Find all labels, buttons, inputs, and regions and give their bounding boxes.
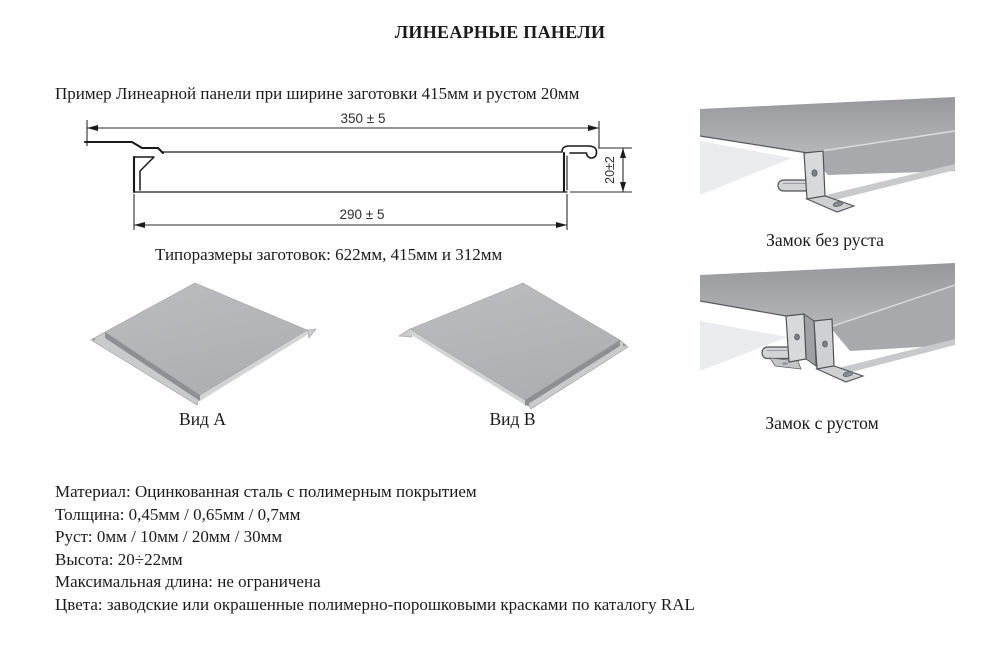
panel-view-b-image (398, 282, 629, 410)
lock-bottom-flange (815, 365, 865, 383)
flange-hole (622, 343, 626, 347)
dim-bottom-label: 290 ± 5 (340, 207, 385, 222)
arrowhead-right-icon (556, 222, 567, 228)
page-title: ЛИНЕАРНЫЕ ПАНЕЛИ (394, 22, 606, 42)
arrowhead-left-icon (134, 222, 145, 228)
flange-corner-tip (306, 328, 317, 339)
panel-top-face (104, 282, 308, 396)
panel-profile-drawing: 350 ± 5 290 ± 5 (83, 111, 632, 230)
panel-top-sheet (700, 263, 955, 327)
oval-slot-hole (832, 201, 844, 207)
blank-sizes-note: Типоразмеры заготовок: 622мм, 415мм и 31… (155, 245, 503, 264)
panel-side-light (200, 330, 307, 401)
lock-bottom-flange (805, 195, 856, 213)
spec-max-length: Максимальная длина: не ограничена (55, 572, 321, 592)
view-a-label: Вид A (179, 409, 226, 429)
background-shadow (700, 321, 788, 371)
sheet-highlight-line (829, 284, 955, 328)
dimension-bottom-290 (133, 194, 568, 230)
lock-with-rust-label: Замок с рустом (765, 413, 879, 433)
spec-material: Материал: Оцинкованная сталь с полимерны… (55, 482, 477, 501)
specifications-block: Материал: Оцинкованная сталь с полимерны… (55, 481, 695, 617)
oval-slot-hole (842, 371, 854, 377)
dim-height-label: 20±2 (603, 156, 617, 184)
flange-hole (526, 403, 530, 407)
panel-view-a-image (90, 282, 317, 406)
flange-hole (92, 337, 96, 341)
example-caption: Пример Линеарной панели при ширине загот… (55, 84, 580, 103)
panel-side-light (410, 329, 525, 405)
lock-with-rust-image (700, 263, 955, 383)
profile-outline (83, 140, 598, 194)
panel-underside (830, 285, 955, 351)
far-flange-sheet (822, 164, 955, 202)
arrowhead-left-icon (87, 125, 98, 131)
arrowhead-right-icon (588, 125, 599, 131)
rivet-hole (822, 340, 828, 348)
spec-colors: Цвета: заводские или окрашенные полимерн… (55, 594, 695, 614)
rivet-hole (811, 169, 818, 177)
spec-rust: Руст: 0мм / 10мм / 20мм / 30мм (55, 527, 283, 547)
dim-top-label: 350 ± 5 (341, 111, 386, 126)
panel-top-face (409, 282, 621, 401)
arrowhead-down-icon (620, 182, 626, 192)
view-b-label: Вид B (489, 409, 536, 429)
panel-underside (808, 131, 955, 175)
far-flange-sheet (834, 339, 955, 375)
panel-side-dark (105, 332, 200, 401)
sheet-edge-line (700, 135, 809, 154)
background-shadow (700, 141, 792, 195)
spec-thickness: Толщина: 0,45мм / 0,65мм / 0,7мм (55, 504, 301, 524)
sheet-edge-line (700, 300, 787, 317)
arrowhead-up-icon (620, 148, 626, 158)
spec-height: Высота: 20÷22мм (55, 549, 183, 569)
rivet-hole (794, 333, 800, 341)
lip-slot (782, 362, 788, 365)
lock-without-rust-label: Замок без руста (766, 230, 884, 250)
lock-curl (777, 179, 811, 192)
panel-side-dark (525, 340, 620, 406)
panel-top-sheet (700, 97, 955, 153)
sheet-highlight-line (807, 130, 955, 154)
lock-without-rust-image (700, 97, 955, 213)
